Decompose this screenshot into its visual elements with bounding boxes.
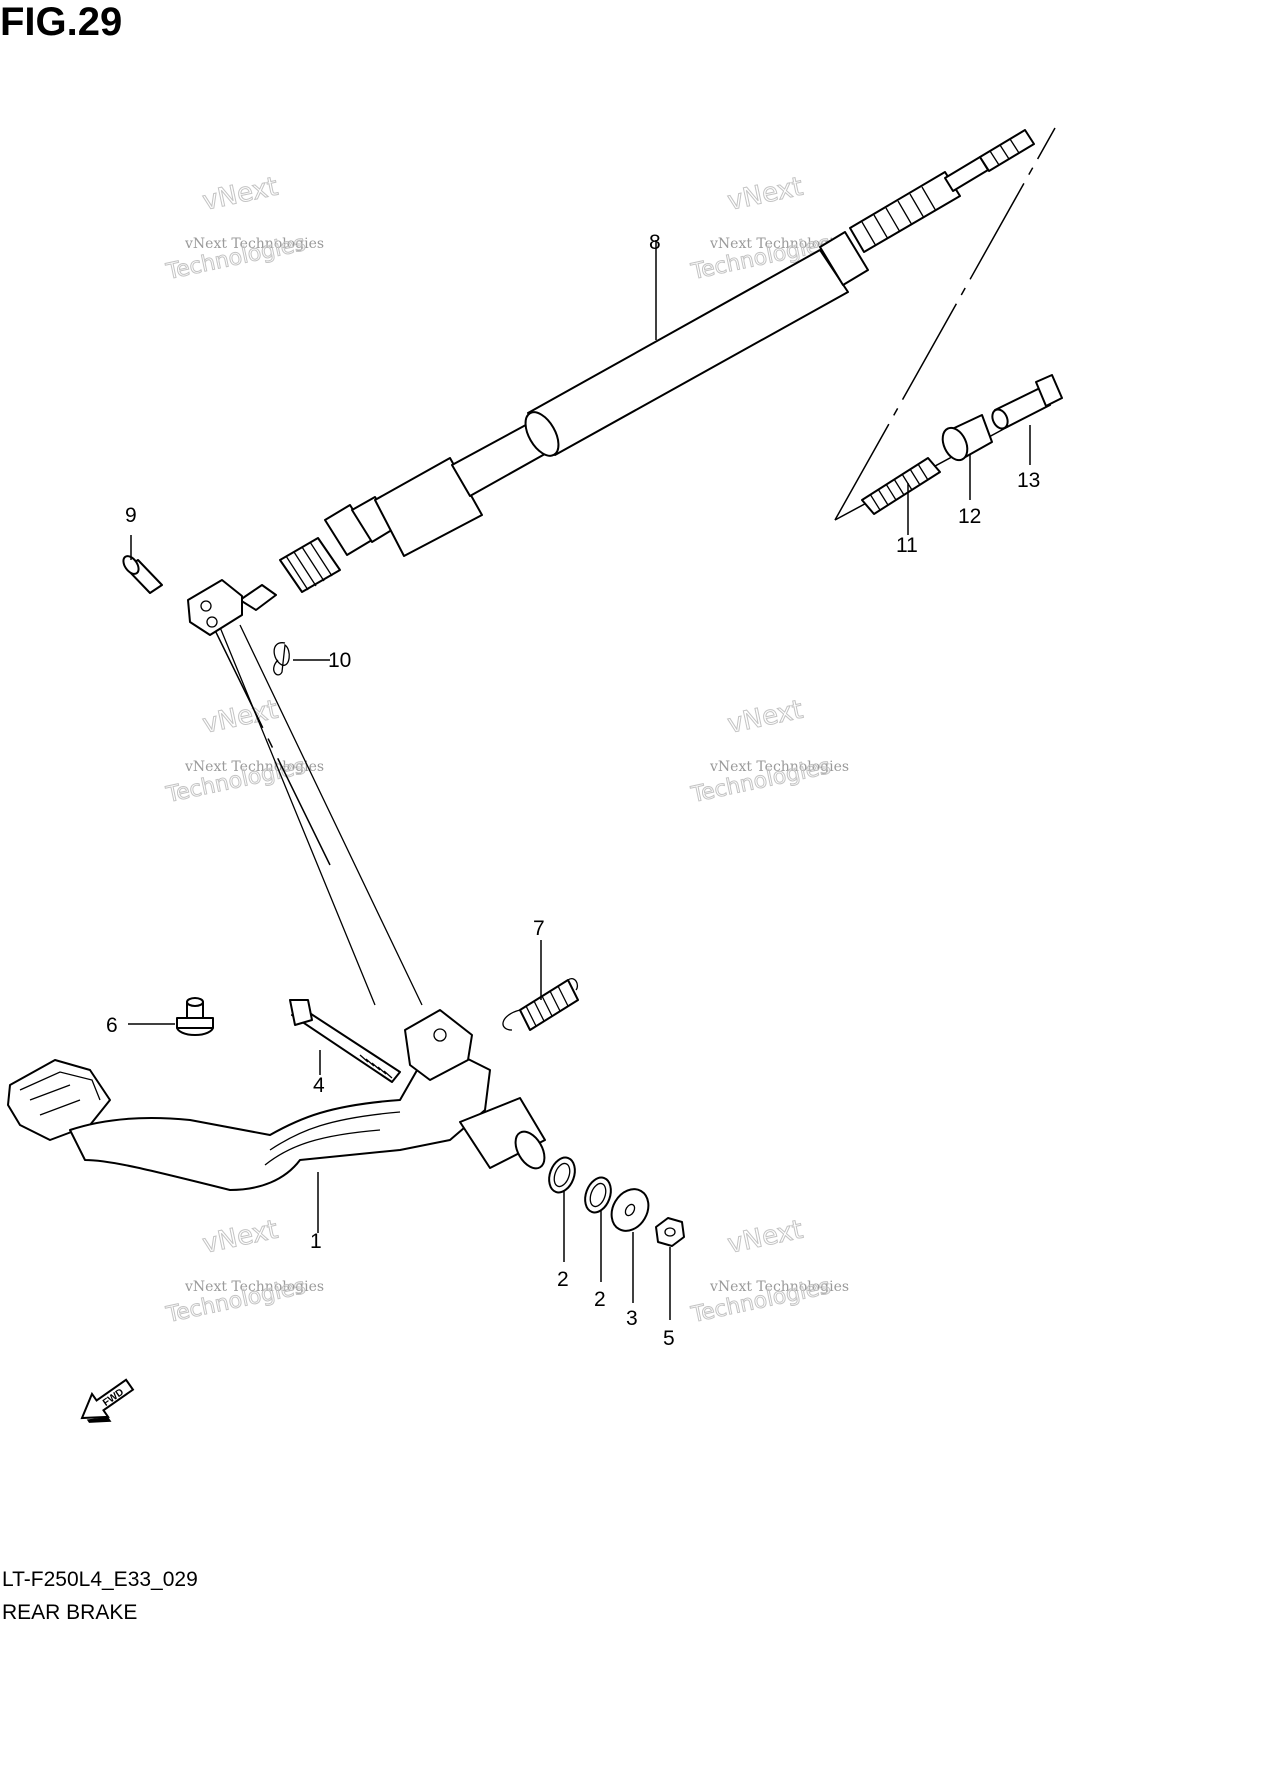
brake-cable: [239, 129, 1035, 611]
fwd-arrow-icon: FWD: [80, 1378, 135, 1423]
collar-12: [941, 414, 993, 462]
svg-text:vNext Technologies: vNext Technologies: [184, 759, 324, 775]
clevis: [187, 579, 243, 636]
assembly-lines: [209, 127, 1056, 1006]
svg-text:vNext Technologies: vNext Technologies: [709, 236, 849, 252]
watermark-5: vNext vNext Technologies Technologies: [163, 1214, 324, 1328]
spring-7: [502, 978, 579, 1031]
washer-2a: [548, 1156, 576, 1194]
svg-text:vNext Technologies: vNext Technologies: [184, 236, 324, 252]
callout-3: 3: [626, 1307, 638, 1330]
figure-title: FIG.29: [0, 0, 123, 44]
callout-11: 11: [896, 534, 918, 557]
svg-text:vNext: vNext: [725, 1215, 806, 1260]
pin-9: [122, 555, 163, 594]
brake-pedal: [7, 1009, 546, 1191]
callout-9: 9: [125, 504, 137, 527]
callout-13: 13: [1017, 469, 1040, 492]
svg-text:vNext: vNext: [725, 695, 806, 740]
callout-10: 10: [328, 649, 351, 672]
watermark-4: vNext vNext Technologies Technologies: [688, 694, 849, 808]
watermark-1: vNext vNext Technologies Technologies: [163, 171, 324, 285]
callout-12: 12: [958, 505, 981, 528]
washer-3: [610, 1188, 650, 1232]
bolt-4: [289, 999, 401, 1083]
svg-text:vNext: vNext: [200, 172, 281, 217]
watermark-6: vNext vNext Technologies Technologies: [688, 1214, 849, 1328]
bolt-6: [176, 997, 214, 1036]
callout-2b: 2: [594, 1288, 606, 1311]
nut-5: [655, 1217, 685, 1247]
svg-text:vNext: vNext: [200, 1215, 281, 1260]
leader-lines: [128, 240, 1031, 1320]
diagram-code: LT-F250L4_E33_029: [2, 1568, 198, 1591]
callout-2a: 2: [557, 1268, 569, 1291]
spring-11: [861, 457, 941, 515]
callout-6: 6: [106, 1014, 118, 1037]
svg-text:vNext: vNext: [200, 695, 281, 740]
bolt-13: [991, 374, 1063, 430]
svg-text:vNext Technologies: vNext Technologies: [184, 1279, 324, 1295]
svg-text:vNext Technologies: vNext Technologies: [709, 759, 849, 775]
callout-5: 5: [663, 1327, 675, 1350]
washer-2b: [584, 1176, 612, 1214]
callout-4: 4: [313, 1074, 325, 1097]
callout-labels: 1 2 2 3 4 5 6 7 8 9 10 11 12 13: [106, 231, 1040, 1350]
callout-1: 1: [310, 1230, 322, 1253]
svg-text:vNext: vNext: [725, 172, 806, 217]
callout-7: 7: [533, 917, 545, 940]
diagram-name: REAR BRAKE: [2, 1601, 138, 1624]
svg-text:vNext Technologies: vNext Technologies: [709, 1279, 849, 1295]
callout-8: 8: [649, 231, 661, 254]
clip-10: [273, 642, 290, 676]
